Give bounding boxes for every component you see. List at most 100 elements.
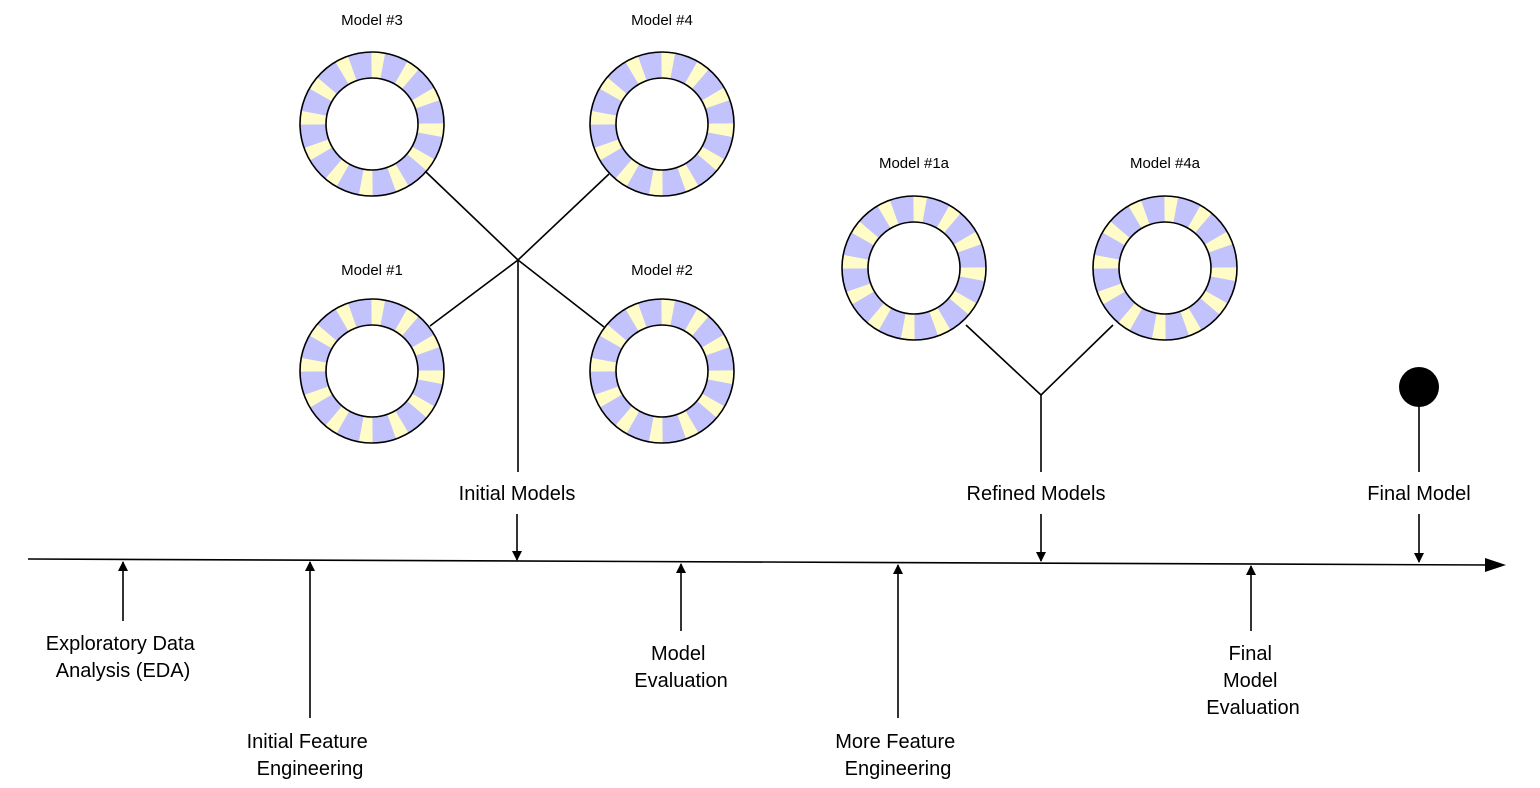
ring-stripe [358, 169, 373, 196]
ring-outer-edge [589, 51, 735, 197]
model-ring-4a [1092, 195, 1238, 341]
ring-stripe [959, 267, 986, 282]
model-ring-1a [841, 195, 987, 341]
ring-stripe [1210, 267, 1237, 282]
ring-stripe [590, 357, 617, 372]
ring-stripe [1151, 313, 1166, 340]
ring-inner-edge [615, 77, 709, 171]
connector-model-3 [425, 171, 519, 261]
stage-more-fe-line-1: More Feature [835, 731, 955, 753]
stage-more-fe-line-2: Engineering [845, 758, 952, 780]
ring-stripe [335, 56, 357, 85]
ring-stripe [696, 146, 725, 171]
model-label-4: Model #4 [631, 12, 693, 29]
ring-stripe [594, 139, 623, 161]
model-ring-3 [299, 51, 445, 197]
ring-stripe [625, 56, 647, 85]
ring-stripe [867, 302, 892, 331]
ring-stripe [1092, 254, 1120, 269]
ring-stripe [1180, 307, 1202, 336]
ring-stripe [406, 146, 435, 171]
model-label-3: Model #3 [341, 12, 403, 29]
ring-stripe [1164, 196, 1179, 223]
ring-stripe [1204, 231, 1233, 253]
ring-stripe [1187, 205, 1212, 234]
ring-stripe [648, 416, 663, 443]
connector-model-4 [517, 173, 610, 261]
ring-stripe [406, 393, 435, 418]
ring-stripe [846, 283, 875, 305]
ring-outer-edge [1092, 195, 1238, 341]
ring-inner-edge [1118, 221, 1212, 315]
milestone-refined-models: Refined Models [967, 483, 1106, 505]
model-label-2: Model #2 [631, 262, 693, 279]
timeline-axis [27, 558, 1491, 566]
ring-stripe [599, 324, 628, 349]
ring-outer-edge [299, 51, 445, 197]
ring-stripe [335, 303, 357, 332]
stage-final-eval-line-1: Final [1229, 643, 1272, 665]
ring-stripe [696, 393, 725, 418]
timeline-arrowhead-icon [1485, 558, 1506, 572]
ring-stripe [300, 110, 327, 125]
ring-stripe [394, 308, 419, 337]
stage-label-model-eval: Model Evaluation [634, 643, 727, 692]
stage-final-eval-line-2: Model [1223, 670, 1277, 692]
stage-final-eval-line-3: Evaluation [1206, 697, 1299, 719]
ring-inner-edge [325, 77, 419, 171]
stage-eda-line-2: Analysis (EDA) [56, 660, 190, 682]
final-model-dot [1399, 367, 1439, 407]
ring-stripe [590, 110, 617, 125]
ring-stripe [948, 290, 977, 315]
milestone-initial-models: Initial Models [459, 483, 576, 505]
ring-stripe [304, 139, 333, 161]
ring-stripe [929, 307, 951, 336]
ring-stripe [594, 386, 623, 408]
ring-stripe [913, 196, 928, 223]
ring-stripe [1118, 302, 1143, 331]
ring-stripe [842, 254, 869, 269]
stage-label-more-fe: More Feature Engineering [835, 731, 961, 780]
ring-stripe [394, 61, 419, 90]
ring-stripe [701, 87, 730, 109]
ring-stripe [707, 123, 734, 138]
ring-stripe [684, 308, 709, 337]
ring-stripe [648, 169, 663, 196]
ring-stripe [309, 324, 338, 349]
stage-label-initial-fe: Initial Feature Engineering [247, 731, 374, 780]
ring-stripe [325, 405, 350, 434]
ring-inner-edge [867, 221, 961, 315]
ring-stripe [1128, 200, 1150, 229]
stage-model-eval-line-1: Model [651, 643, 705, 665]
ring-stripe [304, 386, 333, 408]
stage-label-final-eval: Final Model Evaluation [1206, 643, 1299, 719]
ring-stripe [411, 334, 440, 356]
ring-stripe [677, 410, 699, 439]
ring-stripe [1102, 221, 1131, 246]
ring-stripe [599, 77, 628, 102]
ring-stripe [851, 221, 880, 246]
ring-stripe [677, 163, 699, 192]
ring-inner-edge [325, 324, 419, 418]
ring-stripe [417, 123, 444, 138]
model-label-4a: Model #4a [1130, 155, 1201, 172]
ring-stripe [707, 370, 734, 385]
ring-stripe [936, 205, 961, 234]
milestone-final-model: Final Model [1367, 483, 1470, 505]
stage-initial-fe-line-1: Initial Feature [247, 731, 368, 753]
ring-stripe [387, 410, 409, 439]
ring-outer-edge [841, 195, 987, 341]
model-ring-2 [589, 298, 735, 444]
model-ring-4 [589, 51, 735, 197]
ring-outer-edge [299, 298, 445, 444]
ring-stripe [387, 163, 409, 192]
ring-stripe [358, 416, 373, 443]
ring-stripe [953, 231, 982, 253]
stage-initial-fe-line-2: Engineering [257, 758, 364, 780]
stage-label-eda: Exploratory Data Analysis (EDA) [46, 633, 201, 682]
ring-stripe [325, 158, 350, 187]
ring-outer-edge [589, 298, 735, 444]
ring-stripe [701, 334, 730, 356]
connector-model-4a [1040, 324, 1114, 396]
